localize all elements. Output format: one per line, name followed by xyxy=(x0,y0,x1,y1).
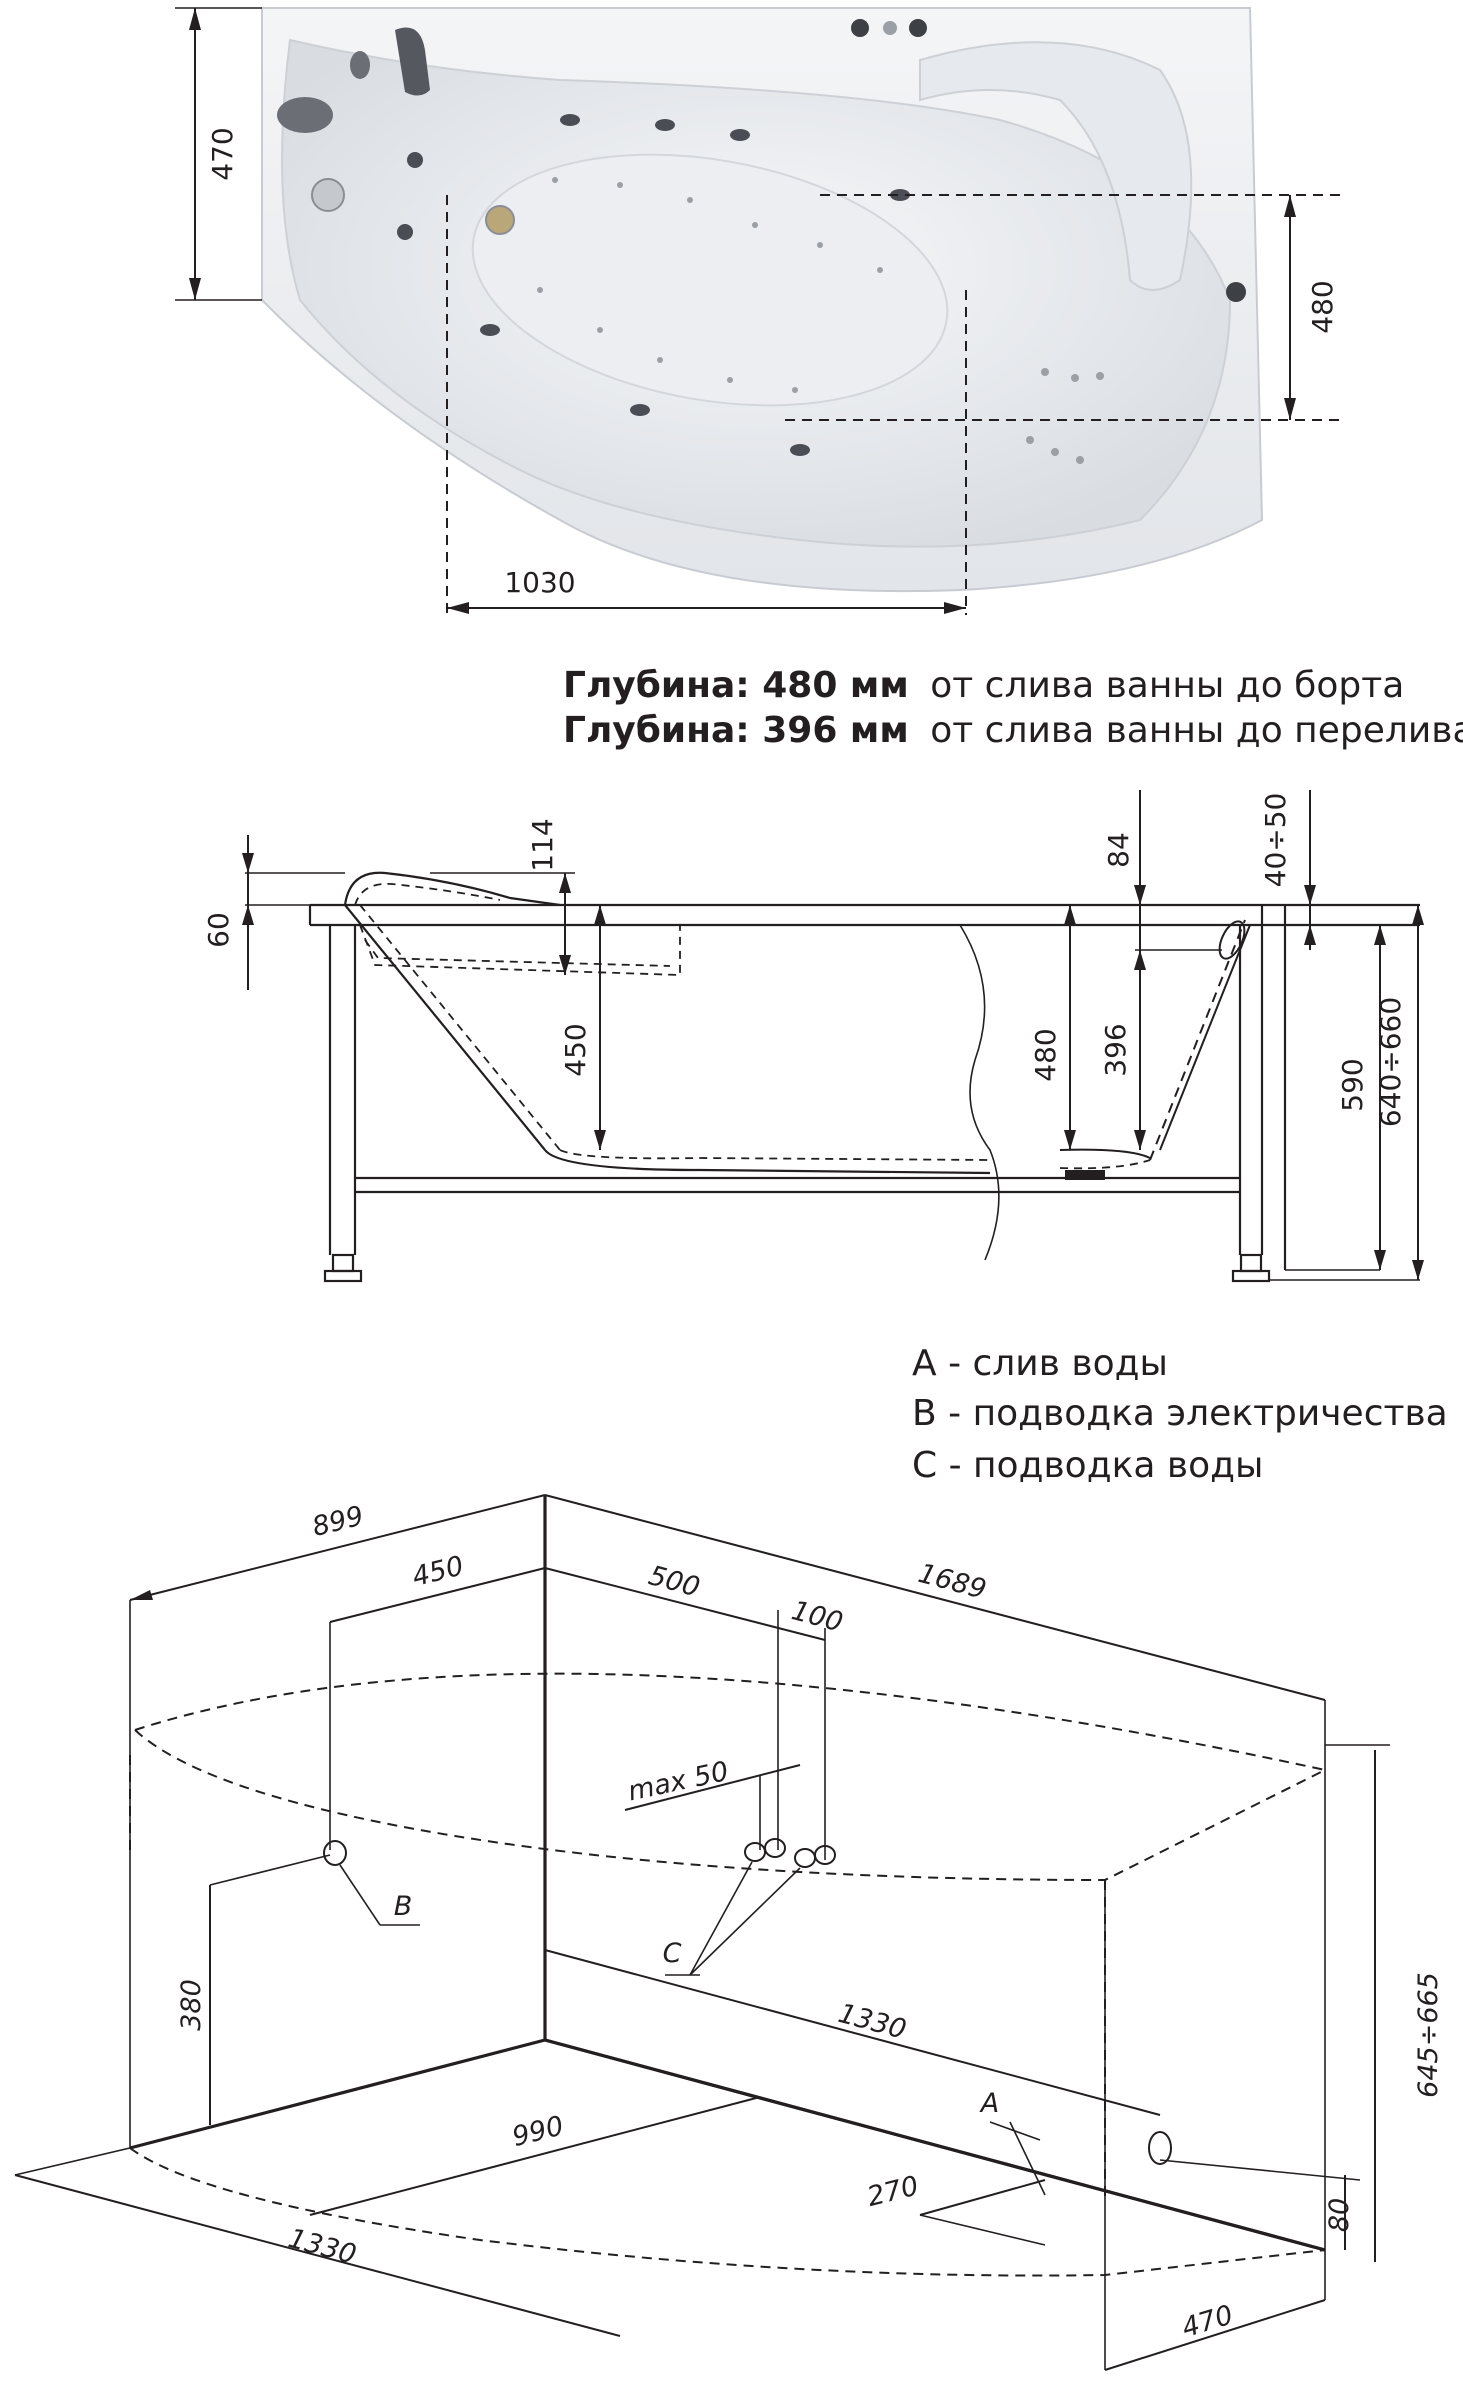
dim-470-iso: 470 xyxy=(1178,2300,1236,2345)
hydro-jets xyxy=(397,114,910,456)
iso-view: 899 450 1689 500 100 max 50 C B xyxy=(14,1494,1444,2371)
depth-line-1-bold: Глубина: 480 мм xyxy=(563,665,909,706)
air-jets xyxy=(537,177,1104,464)
label-c: C xyxy=(663,1938,682,1969)
depth-line-1: Глубина: 480 мм от слива ванны до борта xyxy=(563,665,1404,706)
dim-450: 450 xyxy=(559,1023,592,1076)
top-view: 470 480 1030 xyxy=(175,7,1340,615)
legend-a: A - слив воды xyxy=(912,1343,1168,1384)
side-view: 60 114 450 480 396 84 40÷50 590 640 xyxy=(202,790,1424,1283)
dim-480-top: 480 xyxy=(1306,280,1339,333)
inner-oval xyxy=(471,153,949,407)
dim-1330-bottom: 1330 xyxy=(285,2223,359,2271)
control-button-icon xyxy=(909,19,927,37)
dim-1030: 1030 xyxy=(504,566,575,599)
overflow-icon xyxy=(311,178,345,212)
dim-84: 84 xyxy=(1102,832,1135,868)
faucet-icon xyxy=(395,27,430,96)
headrest xyxy=(919,41,1193,291)
dim-450-iso: 450 xyxy=(409,1550,467,1593)
control-knob-icon xyxy=(350,51,370,79)
depth-notes: Глубина: 480 мм от слива ванны до борта … xyxy=(563,665,1463,751)
dim-270: 270 xyxy=(864,2170,922,2213)
dim-470: 470 xyxy=(206,127,239,180)
dim-max50: max 50 xyxy=(625,1756,731,1807)
dim-40-50: 40÷50 xyxy=(1259,793,1292,888)
legend-c: C - подводка воды xyxy=(912,1445,1263,1486)
dim-1689: 1689 xyxy=(915,1558,989,1606)
drain-icon xyxy=(485,205,515,235)
pillow-jet-icon xyxy=(1226,282,1246,302)
dim-396: 396 xyxy=(1099,1023,1132,1076)
legend: A - слив воды B - подводка электричества… xyxy=(912,1343,1448,1486)
dim-640-660: 640÷660 xyxy=(1374,997,1407,1127)
dim-990: 990 xyxy=(509,2110,567,2153)
dim-114: 114 xyxy=(526,818,559,871)
dim-480-side: 480 xyxy=(1029,1028,1062,1081)
label-a: A xyxy=(979,2088,999,2119)
depth-line-2-bold: Глубина: 396 мм xyxy=(563,710,909,751)
depth-line-2-rest: от слива ванны до перелива xyxy=(930,710,1463,751)
dim-590: 590 xyxy=(1336,1058,1369,1111)
dim-80: 80 xyxy=(1324,2198,1355,2232)
depth-line-1-rest: от слива ванны до борта xyxy=(930,665,1404,706)
label-b: B xyxy=(394,1891,413,1922)
dim-380: 380 xyxy=(176,1979,207,2031)
handshower-icon xyxy=(277,97,333,133)
control-button-icon xyxy=(851,19,869,37)
legend-b: B - подводка электричества xyxy=(912,1393,1448,1434)
control-button-icon xyxy=(883,21,897,35)
dim-645-665: 645÷665 xyxy=(1413,1972,1444,2098)
dim-899: 899 xyxy=(309,1500,367,1543)
depth-line-2: Глубина: 396 мм от слива ванны до перели… xyxy=(563,710,1463,751)
dim-60: 60 xyxy=(202,912,235,948)
